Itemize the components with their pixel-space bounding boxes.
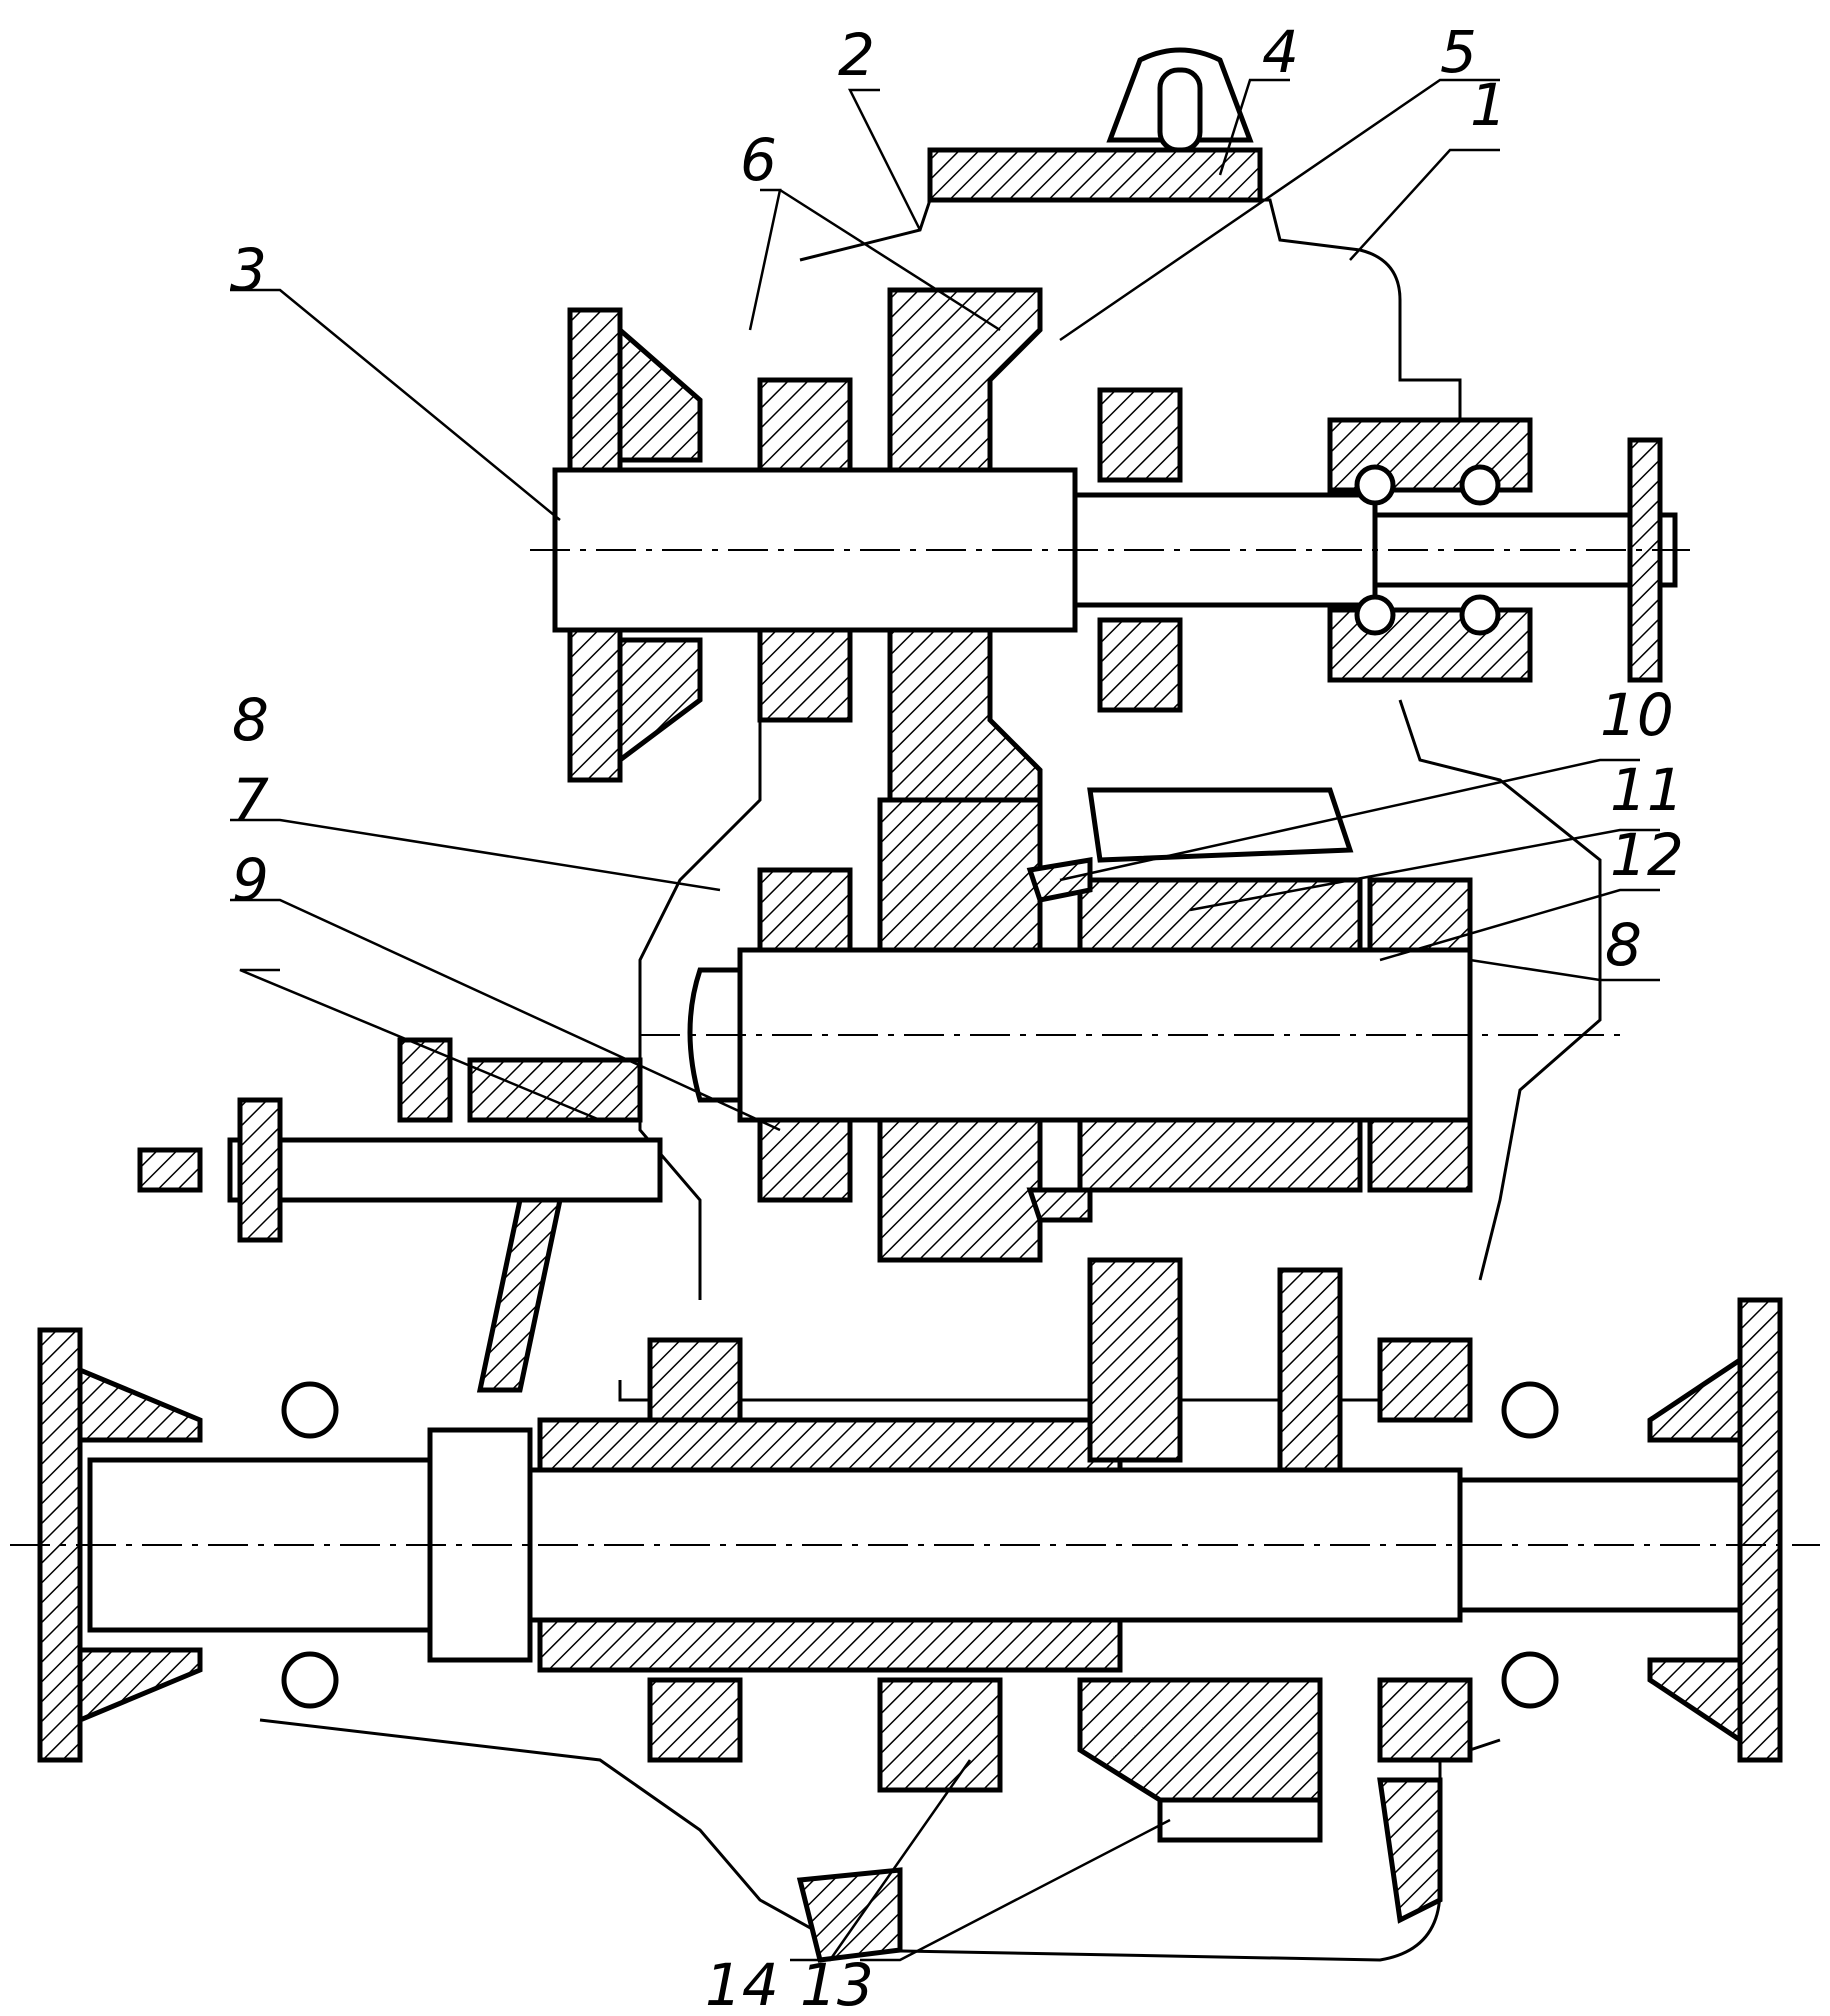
callout-labels: 1 2 3 4 5 6 7 8 9 10 11 12 8 14 13 <box>230 18 1684 2016</box>
callout-10: 10 <box>1600 681 1674 749</box>
callout-12: 12 <box>1610 821 1684 889</box>
leader-lines <box>230 78 1660 1962</box>
callout-1: 1 <box>1470 71 1507 139</box>
callout-5: 5 <box>1440 18 1477 86</box>
callout-6: 6 <box>740 126 777 194</box>
callout-3: 3 <box>230 236 267 304</box>
output-shaft-assembly <box>10 1257 1820 1843</box>
callout-8-right: 8 <box>1605 911 1642 979</box>
callout-4: 4 <box>1262 18 1299 86</box>
callout-2: 2 <box>838 21 875 89</box>
callout-9: 9 <box>232 846 269 914</box>
shift-mechanism <box>137 1037 663 1393</box>
callout-7: 7 <box>232 766 269 834</box>
callout-8-left: 8 <box>232 686 269 754</box>
intermediate-shaft-assembly <box>640 787 1620 1263</box>
callout-14: 14 <box>705 1951 779 2016</box>
callout-13: 13 <box>800 1951 874 2016</box>
callout-11: 11 <box>1610 756 1684 824</box>
upper-shaft-assembly <box>530 287 1690 803</box>
